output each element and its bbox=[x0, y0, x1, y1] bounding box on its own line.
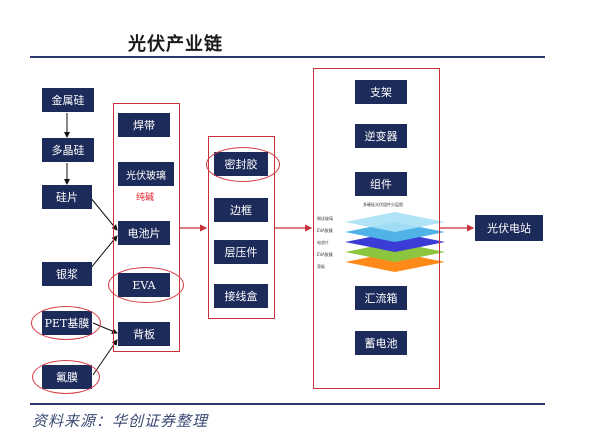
node-solar-cell: 电池片 bbox=[118, 221, 170, 245]
node-ribbon: 焊带 bbox=[118, 113, 170, 137]
node-laminate: 层压件 bbox=[214, 240, 268, 264]
footer-divider bbox=[30, 403, 545, 405]
node-frame: 边框 bbox=[214, 198, 268, 222]
node-storage-battery: 蓄电池 bbox=[355, 331, 407, 355]
node-module: 组件 bbox=[355, 172, 407, 196]
source-note: 资料来源：华创证券整理 bbox=[32, 412, 209, 430]
layer-label-glass: 钢化玻璃 bbox=[317, 216, 333, 221]
layer-diagram-caption: 多硬硅光伏组件分层图 bbox=[363, 202, 403, 207]
node-polysilicon: 多晶硅 bbox=[42, 138, 94, 162]
frame-module-parts bbox=[208, 136, 275, 319]
highlight-eva bbox=[108, 267, 184, 303]
node-pv-power-station: 光伏电站 bbox=[475, 215, 543, 241]
frame-cell-materials bbox=[113, 103, 180, 352]
soda-ash-note: 纯碱 bbox=[136, 193, 155, 203]
node-junction-box: 接线盒 bbox=[214, 284, 268, 308]
layer-label-cell: 电池片 bbox=[317, 240, 329, 245]
layer-label-eva-bottom: EVA胶膜 bbox=[317, 252, 333, 257]
arrow-paste-to-cell bbox=[89, 235, 118, 270]
node-inverter: 逆变器 bbox=[355, 124, 407, 148]
highlight-pet-film bbox=[31, 306, 101, 340]
layer-label-eva-top: EVA胶膜 bbox=[317, 228, 333, 233]
arrow-wafer-to-cell bbox=[89, 196, 118, 231]
node-pv-glass: 光伏玻璃 bbox=[118, 162, 174, 186]
node-metal-silicon: 金属硅 bbox=[42, 88, 94, 112]
node-bracket: 支架 bbox=[355, 80, 407, 104]
node-combiner-box: 汇流箱 bbox=[355, 286, 407, 310]
node-wafer: 硅片 bbox=[42, 185, 92, 209]
frame-system bbox=[313, 68, 440, 389]
node-silver-paste: 银浆 bbox=[42, 262, 92, 286]
page-title: 光伏产业链 bbox=[128, 34, 223, 55]
node-backsheet: 背板 bbox=[118, 322, 170, 346]
title-divider bbox=[30, 56, 545, 58]
layer-label-backsheet: 背板 bbox=[317, 264, 325, 269]
highlight-sealant bbox=[206, 147, 280, 182]
highlight-fluoro-film bbox=[32, 360, 100, 394]
module-layer-diagram bbox=[345, 212, 445, 272]
